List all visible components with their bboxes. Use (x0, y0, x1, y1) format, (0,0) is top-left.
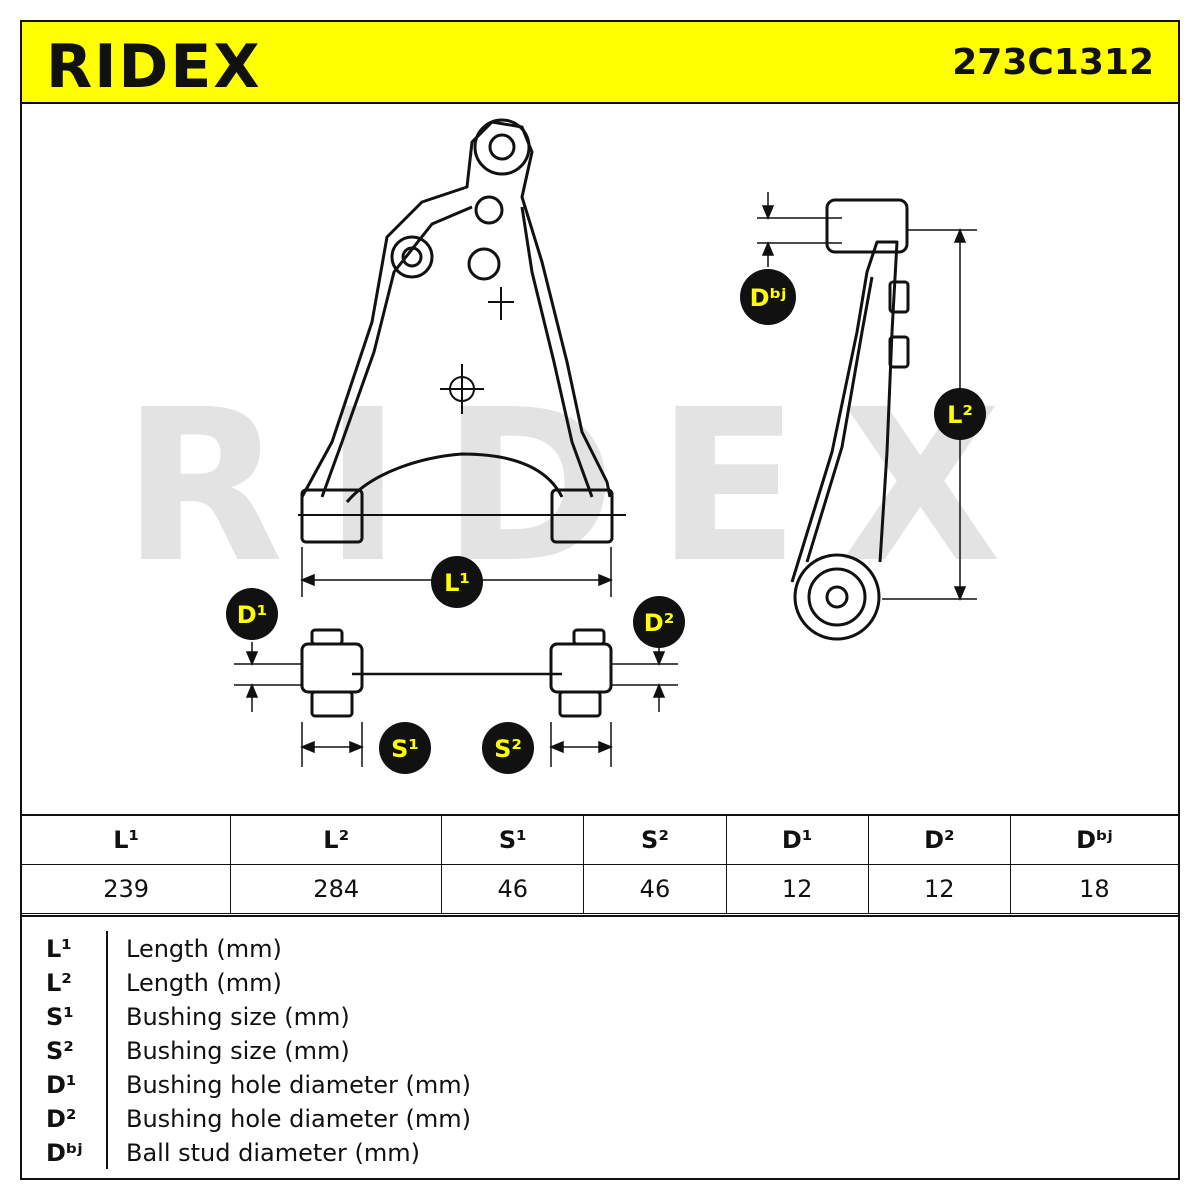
legend-row: L² Length (mm) (22, 965, 1178, 999)
arm-hole (390, 235, 434, 279)
value-cell-L2: 284 (230, 864, 443, 914)
value-cell-D2: 12 (867, 864, 1011, 914)
legend-row: D² Bushing hole diameter (mm) (22, 1101, 1178, 1135)
badge-L1: L¹ (431, 556, 483, 608)
technical-drawing: RIDEX (22, 104, 1178, 814)
header-cell-Dbj: Dᵇʲ (1009, 814, 1178, 865)
badge-D1: D¹ (226, 588, 278, 640)
legend-description: Length (mm) (126, 969, 282, 997)
legend-description: Bushing size (mm) (126, 1037, 350, 1065)
watermark-logo: RIDEX (122, 364, 1042, 609)
svg-text:D²: D² (644, 609, 674, 637)
header-cell-S1: S¹ (441, 814, 585, 865)
header-bar: RIDEX 273C1312 (22, 22, 1178, 104)
legend-description: Ball stud diameter (mm) (126, 1139, 421, 1167)
svg-text:S¹: S¹ (391, 735, 419, 763)
side-arm-body (790, 240, 899, 583)
legend-symbol: D² (46, 1105, 77, 1133)
svg-text:L²: L² (947, 401, 973, 429)
legend-row: S¹ Bushing size (mm) (22, 999, 1178, 1033)
header-cell-D2: D² (867, 814, 1011, 865)
legend-description: Bushing hole diameter (mm) (126, 1105, 471, 1133)
spec-table: L¹ L² S¹ S² D¹ D² Dᵇʲ 239 284 46 46 12 1… (22, 814, 1178, 914)
legend-symbol: L² (46, 969, 72, 997)
legend-row: S² Bushing size (mm) (22, 1033, 1178, 1067)
arm-outline (300, 120, 612, 498)
value-cell-S2: 46 (583, 864, 727, 914)
value-cell-L1: 239 (22, 864, 232, 914)
bushing-right-detail (549, 642, 613, 694)
legend-row: L¹ Length (mm) (22, 931, 1178, 965)
arm-bolt-1 (474, 195, 504, 225)
legend-symbol: L¹ (46, 935, 72, 963)
header-cell-L2: L² (230, 814, 443, 865)
brand-logo: RIDEX (46, 32, 262, 102)
legend-divider (106, 931, 108, 1169)
legend-symbol: D¹ (46, 1071, 77, 1099)
arm-inner-right (520, 206, 594, 498)
spec-sheet: RIDEX 273C1312 RIDEX (20, 20, 1180, 1180)
badge-L2: L² (934, 388, 986, 440)
side-ball-joint (825, 198, 909, 254)
badge-D2: D² (633, 596, 685, 648)
value-cell-S1: 46 (441, 864, 585, 914)
legend-description: Length (mm) (126, 935, 282, 963)
header-cell-S2: S² (583, 814, 727, 865)
arm-bolt-2 (467, 247, 501, 281)
svg-text:D¹: D¹ (237, 601, 267, 629)
arm-inner-left (320, 205, 473, 498)
legend-symbol: Dᵇʲ (46, 1139, 83, 1167)
value-cell-Dbj: 18 (1009, 864, 1178, 914)
svg-text:S²: S² (494, 735, 522, 763)
part-number: 273C1312 (952, 42, 1154, 83)
side-bushing (793, 553, 881, 641)
value-cell-D1: 12 (725, 864, 869, 914)
svg-text:L¹: L¹ (444, 569, 470, 597)
legend-symbol: S² (46, 1037, 74, 1065)
bushing-left-detail (300, 642, 364, 694)
legend-row: D¹ Bushing hole diameter (mm) (22, 1067, 1178, 1101)
arm-ball-joint (473, 118, 531, 176)
header-cell-L1: L¹ (22, 814, 232, 865)
arm-inner-arch (345, 452, 564, 503)
badge-S2: S² (482, 722, 534, 774)
badge-S1: S¹ (379, 722, 431, 774)
legend: L¹ Length (mm) L² Length (mm) S¹ Bushing… (22, 915, 1178, 1180)
spec-table-value-row: 239 284 46 46 12 12 18 (22, 864, 1178, 914)
legend-row: Dᵇʲ Ball stud diameter (mm) (22, 1135, 1178, 1169)
legend-description: Bushing size (mm) (126, 1003, 350, 1031)
header-cell-D1: D¹ (725, 814, 869, 865)
spec-table-header-row: L¹ L² S¹ S² D¹ D² Dᵇʲ (22, 814, 1178, 865)
svg-text:Dᵇʲ: Dᵇʲ (750, 284, 787, 312)
legend-symbol: S¹ (46, 1003, 74, 1031)
badge-Dbj: Dᵇʲ (740, 269, 796, 325)
legend-description: Bushing hole diameter (mm) (126, 1071, 471, 1099)
